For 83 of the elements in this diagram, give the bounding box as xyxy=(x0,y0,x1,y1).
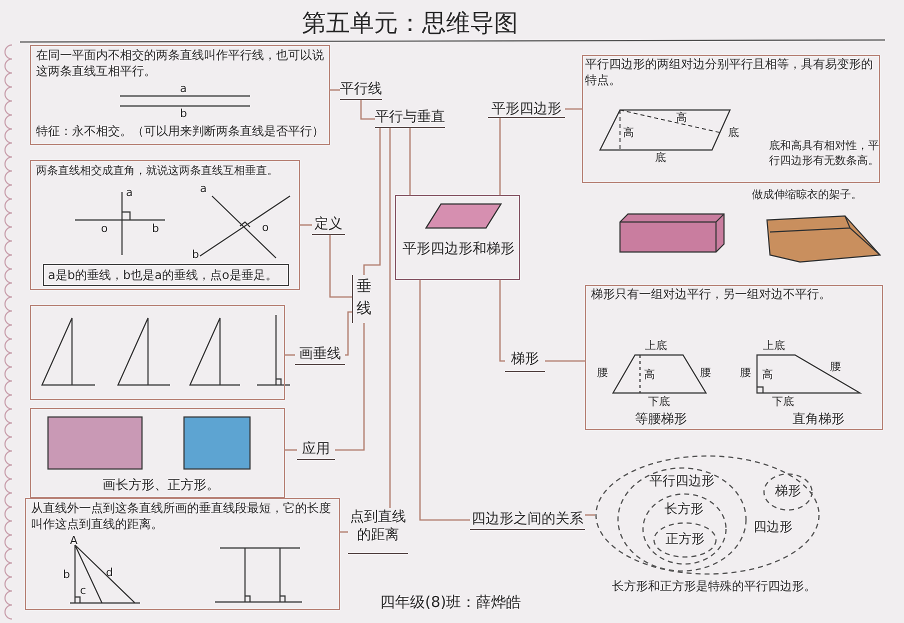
point-label: a xyxy=(200,182,207,195)
set-label: 四边形 xyxy=(752,519,794,536)
branch-label: 垂线 xyxy=(352,275,375,323)
definition-text: 两条直线相交成直角，就说这两条直线互相垂直。 xyxy=(36,163,279,178)
definition-text: 在同一平面内不相交的两条直线叫作平行线，也可以说这两条直线互相平行。 xyxy=(36,47,325,79)
measure-label: 下底 xyxy=(772,395,794,408)
measure-label: 底 xyxy=(655,151,666,164)
point-label: o xyxy=(101,222,108,235)
point-label: b xyxy=(63,568,70,581)
measure-label: 高 xyxy=(762,368,773,381)
measure-label: 腰 xyxy=(700,366,711,379)
content-box xyxy=(582,55,880,183)
set-label: 正方形 xyxy=(664,531,706,548)
connector-line xyxy=(340,531,348,533)
connector-line xyxy=(360,100,375,120)
topic-text: 平形四边形和梯形 xyxy=(402,240,516,259)
connector-line xyxy=(565,108,582,110)
set-label: 长方形 xyxy=(664,501,704,518)
note-text: 底和高具有相对性，平行四边形有无数条高。 xyxy=(769,138,879,168)
content-box xyxy=(30,45,330,145)
point-label: A xyxy=(70,534,78,547)
connector-line xyxy=(300,224,312,226)
branch-label: 画垂线 xyxy=(295,345,345,365)
caption: 长方形和正方形是特殊的平行四边形。 xyxy=(612,578,817,594)
measure-label: 腰 xyxy=(830,360,841,373)
set-label: 平行四边形 xyxy=(648,473,716,490)
connector-line xyxy=(585,514,595,516)
drawing-panel xyxy=(30,305,285,400)
definition-text: 从直线外一点到这条直线所画的垂直线段最短，它的长度叫作这点到直线的距离。 xyxy=(31,500,332,532)
connector-line xyxy=(499,280,505,362)
connector-line xyxy=(363,128,381,275)
connector-line xyxy=(545,360,585,362)
measure-label: 下底 xyxy=(648,395,670,408)
point-label: o xyxy=(262,221,269,234)
measure-label: 高 xyxy=(676,111,687,124)
measure-label: 上底 xyxy=(645,339,667,352)
point-label: c xyxy=(80,584,86,597)
content-box xyxy=(25,498,340,610)
branch-label: 点到直线的距离 xyxy=(348,508,408,554)
content-box xyxy=(30,408,285,498)
connector-line xyxy=(329,235,352,298)
point-label: b xyxy=(192,248,199,261)
set-label: 梯形 xyxy=(774,483,802,500)
branch-label: 四边形之间的关系 xyxy=(470,510,585,530)
branch-label: 平行线 xyxy=(340,80,382,100)
measure-label: 底 xyxy=(728,126,739,139)
measure-label: 腰 xyxy=(740,366,751,379)
content-box xyxy=(30,160,300,290)
branch-label: 梯形 xyxy=(505,350,545,372)
connector-line xyxy=(389,128,391,508)
point-label: b xyxy=(180,107,187,120)
connector-line xyxy=(335,323,365,451)
title: 第五单元：思维导图 xyxy=(301,8,519,39)
branch-label: 应用 xyxy=(297,440,335,460)
point-label: a xyxy=(180,82,187,95)
note-text: 做成伸缩晾衣的架子。 xyxy=(752,188,863,201)
connector-line xyxy=(330,89,340,91)
connector-line xyxy=(285,354,295,356)
signature-text: 四年级(8)班：薛烨皓 xyxy=(380,593,522,612)
topic-box xyxy=(395,195,520,280)
connector-line xyxy=(419,280,470,521)
point-label: d xyxy=(106,566,113,579)
box-label: 画长方形、正方形。 xyxy=(102,477,220,494)
measure-label: 腰 xyxy=(597,366,608,379)
measure-label: 上底 xyxy=(763,339,785,352)
branch-label: 定义 xyxy=(312,215,345,235)
point-label: a xyxy=(126,186,133,199)
branch-label: 平行与垂直 xyxy=(375,108,445,128)
definition-text: 平行四边形的两组对边分别平行且相等，具有易变形的特点。 xyxy=(585,56,874,88)
connector-line xyxy=(345,311,352,356)
box-label: 等腰梯形 xyxy=(634,411,688,428)
feature-text: 特征：永不相交。（可以用来判断两条直线是否平行） xyxy=(36,123,325,139)
connector-line xyxy=(499,118,501,195)
box-label: 直角梯形 xyxy=(792,411,846,428)
point-label: b xyxy=(152,222,159,235)
definition-text: 梯形只有一组对边平行，另一组对边不平行。 xyxy=(591,286,832,302)
content-box xyxy=(585,285,883,430)
caption-box: a是b的垂线，b也是a的垂线，点o是垂足。 xyxy=(43,264,289,286)
connector-line xyxy=(409,128,411,195)
measure-label: 高 xyxy=(623,126,634,139)
connector-line xyxy=(285,449,297,451)
branch-label: 平形四边形 xyxy=(488,100,565,118)
measure-label: 高 xyxy=(644,368,655,381)
